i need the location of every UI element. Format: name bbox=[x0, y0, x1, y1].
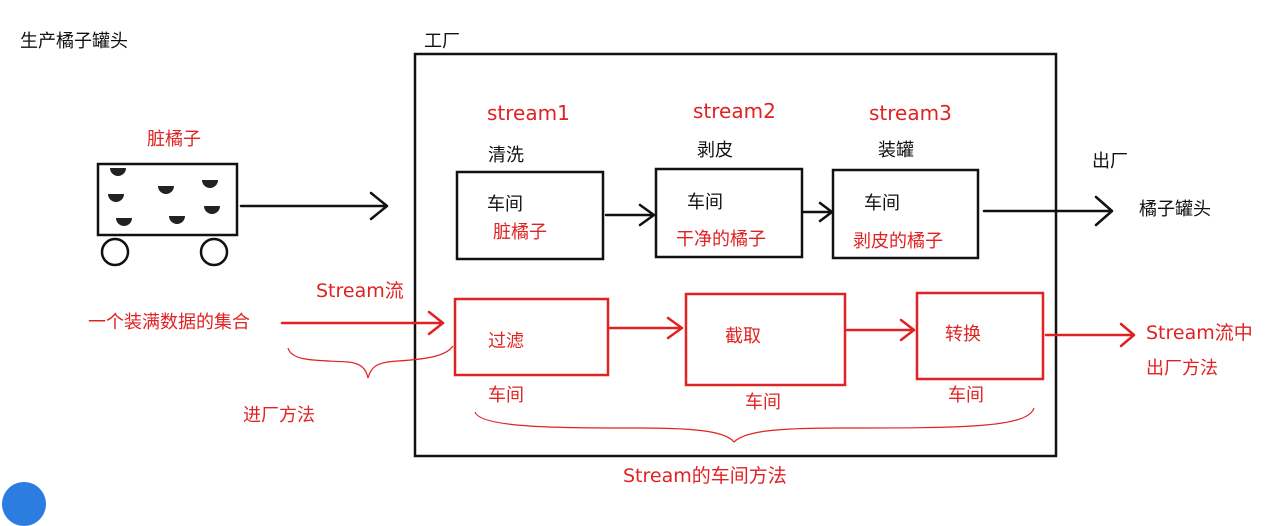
workshop1-product: 脏橘子 bbox=[493, 222, 547, 243]
factory-box bbox=[413, 52, 1058, 458]
exit-label: 出厂 bbox=[1092, 151, 1128, 172]
op-box-filter bbox=[453, 297, 610, 377]
truck-to-factory-arrow bbox=[239, 191, 389, 221]
stage1-to-stage2-arrow bbox=[604, 203, 656, 227]
input-collection-label: 一个装满数据的集合 bbox=[88, 312, 250, 333]
stage3-step: 装罐 bbox=[878, 140, 914, 161]
exit-method-line2: 出厂方法 bbox=[1146, 358, 1218, 379]
workshop2-product: 干净的橘子 bbox=[676, 229, 766, 250]
op-map-caption: 车间 bbox=[948, 385, 984, 406]
exit-method-line1: Stream流中 bbox=[1146, 322, 1253, 344]
filter-to-limit-arrow bbox=[608, 316, 684, 340]
entry-method-label: 进厂方法 bbox=[243, 405, 315, 426]
diagram-canvas bbox=[96, 52, 1136, 458]
factory-label: 工厂 bbox=[424, 31, 460, 52]
middle-methods-brace bbox=[474, 407, 1035, 443]
op-limit-label: 截取 bbox=[725, 326, 761, 347]
output-label: 橘子罐头 bbox=[1139, 199, 1211, 220]
page-title: 生产橘子罐头 bbox=[20, 31, 128, 52]
op-limit-caption: 车间 bbox=[745, 392, 781, 413]
workshop1-label: 车间 bbox=[487, 194, 523, 215]
stage2-step: 剥皮 bbox=[697, 140, 733, 161]
entry-brace bbox=[287, 345, 454, 379]
workshop-box-3 bbox=[831, 168, 980, 260]
workshop3-product: 剥皮的橘子 bbox=[853, 231, 943, 252]
input-to-filter-arrow bbox=[280, 310, 445, 336]
stream-label: Stream流 bbox=[316, 280, 404, 302]
middle-methods-label: Stream的车间方法 bbox=[623, 465, 787, 487]
limit-to-map-arrow bbox=[845, 318, 916, 342]
stream3-label: stream3 bbox=[869, 101, 952, 125]
stage2-to-stage3-arrow bbox=[802, 201, 834, 223]
workshop-box-2 bbox=[654, 167, 804, 259]
op-box-map bbox=[915, 291, 1045, 381]
op-box-limit bbox=[684, 292, 847, 387]
op-filter-label: 过滤 bbox=[488, 331, 524, 352]
stream1-label: stream1 bbox=[487, 101, 570, 125]
truck-icon bbox=[96, 162, 239, 267]
stage1-step: 清洗 bbox=[488, 145, 524, 166]
map-to-exit-arrow bbox=[1044, 322, 1136, 348]
op-map-label: 转换 bbox=[945, 324, 981, 345]
op-filter-caption: 车间 bbox=[488, 385, 524, 406]
corner-badge-icon bbox=[2, 482, 46, 526]
workshop3-label: 车间 bbox=[864, 193, 900, 214]
truck-label: 脏橘子 bbox=[147, 129, 201, 150]
workshop2-label: 车间 bbox=[687, 192, 723, 213]
stream2-label: stream2 bbox=[693, 99, 776, 123]
stage3-to-exit-arrow bbox=[982, 195, 1114, 227]
workshop-box-1 bbox=[455, 170, 605, 261]
